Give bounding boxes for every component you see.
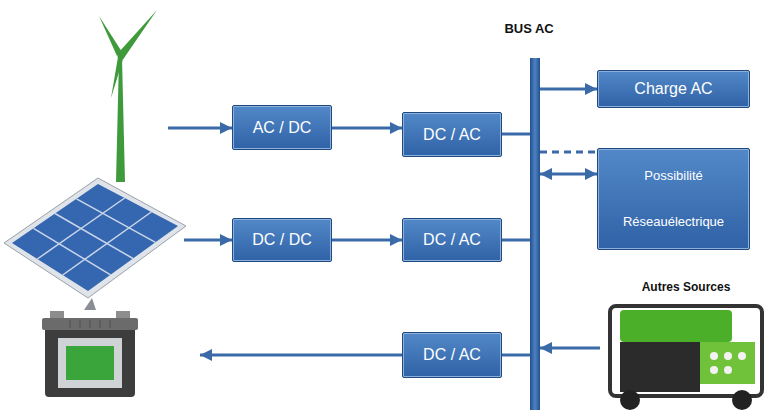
converter-box: AC / DC xyxy=(232,105,332,150)
turbine-hub xyxy=(118,53,125,60)
generator-outlet xyxy=(738,352,746,360)
panel-frame xyxy=(4,178,186,298)
wind-line xyxy=(168,127,232,130)
source-lines xyxy=(168,128,402,355)
generator-engine xyxy=(620,342,700,392)
box-label: AC / DC xyxy=(253,119,312,137)
battery-level xyxy=(66,346,114,380)
generator-frame xyxy=(610,306,762,396)
box-label: DC / DC xyxy=(252,231,312,249)
battery xyxy=(42,311,138,397)
generator-outlet xyxy=(724,366,732,374)
generator-panel xyxy=(700,342,755,384)
converter-box: DC / AC xyxy=(402,218,502,262)
connector xyxy=(332,239,402,242)
battery-body xyxy=(45,325,135,397)
battery-line xyxy=(200,354,402,357)
panel-stand xyxy=(84,298,96,310)
connector xyxy=(502,239,530,242)
converter-box: DC / AC xyxy=(402,332,502,378)
turbine-blade xyxy=(99,16,122,56)
connector xyxy=(540,347,600,350)
battery-label xyxy=(58,338,122,388)
connector xyxy=(332,127,402,130)
panel-cells xyxy=(12,184,178,291)
box-label: DC / AC xyxy=(423,126,481,144)
generator-picture xyxy=(600,296,772,412)
generator-outlet xyxy=(710,352,718,360)
connector xyxy=(540,151,597,154)
load-box: Charge AC xyxy=(597,70,750,108)
connector xyxy=(502,133,530,136)
box-label: DC / AC xyxy=(423,231,481,249)
box-label: Charge AC xyxy=(634,80,712,98)
generator: Autres Sources xyxy=(600,280,772,412)
box-label: DC / AC xyxy=(423,346,481,364)
turbine-blade xyxy=(111,57,123,98)
ac-bus-bar: BUS AC xyxy=(530,58,540,410)
turbine-blade xyxy=(119,10,157,58)
converter-box: DC / DC xyxy=(232,218,332,262)
box-label: Possibilité Réseauélectrique xyxy=(606,153,741,245)
panel-grid xyxy=(34,198,156,275)
source-label: Autres Sources xyxy=(642,280,731,294)
generator-tank xyxy=(620,310,732,342)
battery-ridges xyxy=(70,320,110,328)
connector xyxy=(540,88,597,91)
generator-outlet xyxy=(710,366,718,374)
connector xyxy=(540,173,597,176)
generator-outlet xyxy=(724,352,732,360)
solar-line xyxy=(184,239,232,242)
wind-turbine xyxy=(99,10,157,182)
generator-wheel xyxy=(732,390,752,410)
converter-box: DC / AC xyxy=(402,112,502,157)
solar-panel xyxy=(4,178,186,310)
battery-lid xyxy=(42,318,138,330)
generator-wheel xyxy=(620,390,640,410)
bus-label: BUS AC xyxy=(504,21,553,36)
grid-box: Possibilité Réseauélectrique xyxy=(597,148,750,250)
connectors xyxy=(332,89,600,355)
connector xyxy=(502,354,530,357)
